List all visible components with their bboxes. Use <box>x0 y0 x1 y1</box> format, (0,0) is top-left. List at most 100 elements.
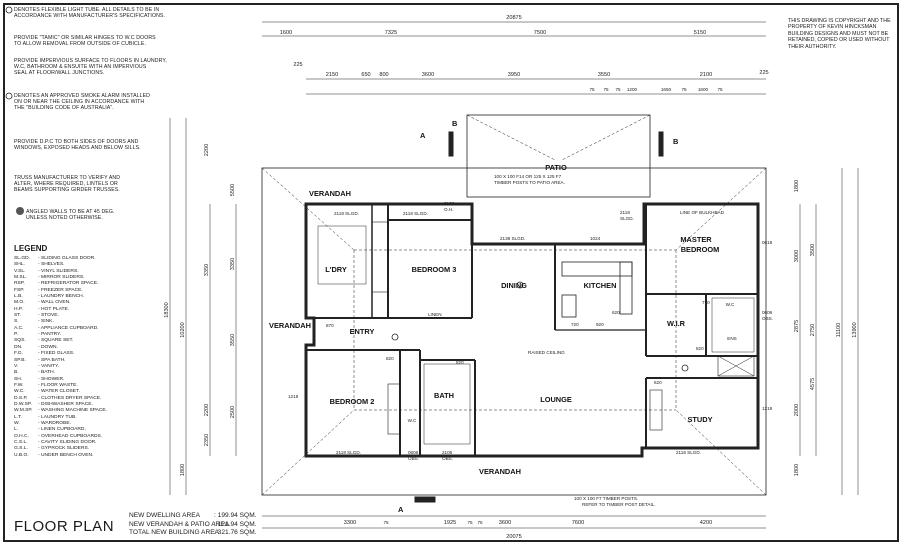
dim-b-3: 1925 <box>444 520 456 526</box>
door-920: 920 <box>596 322 604 327</box>
legend-value: - REFRIGERATOR SPACE. <box>38 281 99 287</box>
legend-key: W. <box>14 420 20 426</box>
legend-key: RSP. <box>14 281 25 287</box>
dim-r2-1: 2150 <box>326 72 338 78</box>
smoke-alarm-entry-icon <box>391 333 399 341</box>
legend-value: - DOWN. <box>38 344 58 350</box>
legend-item: P.- PANTRY. <box>14 332 107 338</box>
legend-key: B. <box>14 370 19 376</box>
legend-item: SL.GD.- SLIDING GLASS DOOR. <box>14 256 107 262</box>
legend-value: - LAUNDRY TUB. <box>38 414 77 420</box>
study-shelves <box>649 389 663 431</box>
legend-item: W.M.SP.- WASHING MACHINE SPACE. <box>14 408 107 414</box>
door-620-a: 620 <box>612 310 620 315</box>
dim-r2-5: 3950 <box>508 72 520 78</box>
legend-item: D.S.P.- CLOTHES DRYER SPACE. <box>14 396 107 402</box>
legend-key: F.G. <box>14 351 23 357</box>
room-wir: W.I.R <box>667 319 686 328</box>
legend-value: - WARDROBE. <box>38 420 71 426</box>
legend-item: D.W.SP. - DISHWASHER SPACE. <box>14 402 107 408</box>
legend-key: V. <box>14 363 19 369</box>
dim-b-2: 75 <box>383 520 389 525</box>
legend-item: S.- SINK. <box>14 319 107 325</box>
dim-right-inner-2: 3500 <box>810 244 816 256</box>
label-linen: LINEN <box>428 312 442 317</box>
legend-value: - SHOWER. <box>38 376 65 382</box>
legend-key: W.M.SP. <box>14 408 33 414</box>
angled-wall-symbol-icon <box>16 207 24 215</box>
door-2118-e: 2118 SLGD. <box>676 450 701 455</box>
door-2118-d: 2118 SLGD. <box>336 450 361 455</box>
dim-b-5: 75 <box>477 520 483 525</box>
legend-key: L.T. <box>14 414 22 420</box>
dim-r2-3: 800 <box>379 72 388 78</box>
room-entry: ENTRY <box>350 327 375 336</box>
legend-item: G.S.L.- GYPROCK SLIDERS. <box>14 446 107 452</box>
dim-overall-bottom: 20075 <box>506 534 522 540</box>
legend-item: H.P.- HOT PLATE. <box>14 307 107 313</box>
door-0606-b: OBS. <box>408 456 419 461</box>
bedroom2-wardrobe <box>387 383 401 435</box>
dim-b-7: 7600 <box>572 520 584 526</box>
legend-item: F.G.- FIXED GLASS. <box>14 351 107 357</box>
dim-overall-top: 20875 <box>506 15 522 21</box>
dim-right-inner-1: 1800 <box>794 180 800 192</box>
win-0606: 0606 <box>762 310 773 315</box>
dim-left-outer-1: 18300 <box>164 302 170 318</box>
legend-key: SQS. <box>14 338 26 344</box>
door-620-b: 620 <box>654 380 662 385</box>
note-truss: TRUSS MANUFACTURER TO VERIFY AND ALTER, … <box>14 175 121 194</box>
legend-item: W. - WARDROBE. <box>14 421 107 427</box>
note-raised-ceiling: RAISED CEILING <box>528 350 565 355</box>
verandah-outline <box>261 167 767 496</box>
legend-value: - WALL OVEN. <box>38 300 71 306</box>
room-bath: BATH <box>434 391 454 400</box>
legend-key: A.C. <box>14 325 24 331</box>
note-light-tube: DENOTES FLEXIBLE LIGHT TUBE. ALL DETAILS… <box>14 7 166 20</box>
door-2106-oh: 2106 <box>444 201 455 206</box>
legend-key: U.B.O. <box>14 452 29 458</box>
dim-side-225: 225 <box>293 62 302 68</box>
legend-key: G.S.L. <box>14 446 28 452</box>
section-marker-b-right: B <box>673 137 678 146</box>
legend-item: M.O. - WALL OVEN. <box>14 300 107 306</box>
legend-item: O.H.C.- OVERHEAD CUPBOARDS. <box>14 434 107 440</box>
dim-left-inner-7: 2500 <box>230 406 236 418</box>
legend-item: V.SL.- VINYL SLIDERS. <box>14 269 107 275</box>
smoke-alarm-symbol-icon <box>5 92 13 100</box>
dim-top-3: 7500 <box>534 30 546 36</box>
legend-key: O.H.C. <box>14 433 29 439</box>
exterior-walls <box>304 202 760 458</box>
legend-value: - FLOOR WASTE. <box>38 382 78 388</box>
bath-tiles <box>423 363 471 445</box>
legend-value: - PANTRY. <box>38 332 62 338</box>
note-wc-hinges: PROVIDE "TAMIC" OR SIMILAR HINGES TO W.C… <box>14 35 156 48</box>
room-lounge: LOUNGE <box>540 395 572 404</box>
legend-item: W.C.- WATER CLOSET. <box>14 389 107 395</box>
legend-key: L.B. <box>14 294 23 300</box>
legend-title: LEGEND <box>14 244 48 253</box>
legend-value: - SHELVES. <box>38 262 65 268</box>
legend-key: M.SL. <box>14 275 27 281</box>
legend-value: - WATER CLOSET. <box>38 389 80 395</box>
legend-key: D.W.SP. <box>14 401 32 407</box>
room-verandah-left: VERANDAH <box>269 321 311 330</box>
door-770: 770 <box>702 300 710 305</box>
room-kitchen: KITCHEN <box>584 281 617 290</box>
legend-item: FSP.- FREEZER SPACE. <box>14 288 107 294</box>
legend-value: - DISHWASHER SPACE. <box>38 401 93 407</box>
win-0618: 0618 <box>762 240 773 245</box>
room-study: STUDY <box>687 415 712 424</box>
dim-top-1: 1600 <box>280 30 292 36</box>
section-marker-a-top: A <box>420 131 426 140</box>
dim-left-inner-9: 1800 <box>180 464 186 476</box>
legend-key: FSP. <box>14 287 25 293</box>
door-1024: 1024 <box>590 236 601 241</box>
legend-key: V.SL. <box>14 268 26 274</box>
room-patio: PATIO <box>545 163 567 172</box>
legend-key: M.O. <box>14 300 25 306</box>
ensuite-tiles <box>711 297 755 353</box>
legend-item: L.T. - LAUNDRY TUB. <box>14 415 107 421</box>
note-bulkhead: LINE OF BULKHEAD <box>680 210 725 215</box>
room-wc-bath: W.C <box>408 418 417 423</box>
